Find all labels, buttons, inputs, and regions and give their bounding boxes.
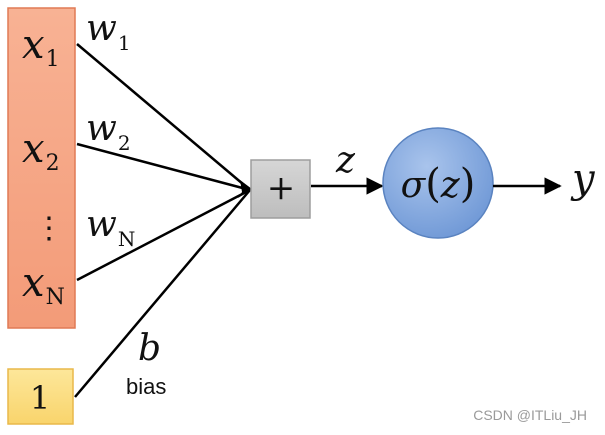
bias-caption: bias [126, 374, 166, 399]
input-ellipsis: ⋮ [34, 211, 64, 246]
z-label: z [335, 140, 356, 181]
sum-node [250, 159, 311, 219]
edge-x1-sum [76, 43, 251, 191]
watermark: CSDN @ITLiu_JH [473, 407, 587, 423]
activation-node [382, 127, 494, 239]
sum-input-arrowhead [238, 180, 252, 198]
output-y: y [570, 156, 596, 202]
weight-w1: w1 [86, 8, 131, 55]
input-xN: xN [22, 260, 65, 310]
bias-weight-b: b [138, 328, 161, 369]
edge-x2-sum [76, 142, 251, 192]
bias-node [7, 368, 74, 425]
input-x1: x1 [22, 22, 60, 72]
weight-w2: w2 [86, 108, 131, 155]
weight-wN: wN [86, 204, 135, 251]
input-x2: x2 [22, 126, 60, 176]
edge-xN-sum [76, 188, 251, 282]
sum-node-label: + [267, 168, 296, 208]
bias-node-label: 1 [30, 379, 50, 417]
edge-bias-sum [74, 189, 251, 398]
input-vector-box [7, 7, 76, 329]
activation-label: σ(z) [401, 161, 476, 207]
